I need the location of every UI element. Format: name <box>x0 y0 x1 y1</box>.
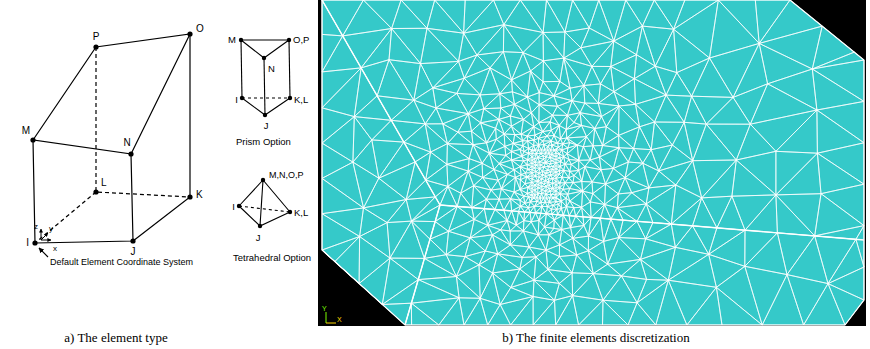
node-dot <box>237 204 241 208</box>
node-dot <box>258 224 262 228</box>
node-dot <box>240 96 244 100</box>
node-dot <box>32 240 37 245</box>
axis-z <box>41 229 42 240</box>
node-letter: J <box>264 121 269 132</box>
element-edge <box>241 40 242 98</box>
node-letter: P <box>93 31 100 43</box>
node-letter: O,P <box>293 35 309 46</box>
node-letter: K,L <box>294 208 308 219</box>
node-dot <box>130 238 135 243</box>
axis-x <box>41 240 51 241</box>
node-dot <box>93 44 98 49</box>
node-letter: J <box>131 246 136 258</box>
axis-label: X <box>337 316 342 324</box>
node-letter: M <box>22 125 30 137</box>
node-dot <box>263 113 267 117</box>
node-letter: O <box>196 23 204 35</box>
element-edge <box>239 206 290 226</box>
element-edge <box>242 98 290 115</box>
node-dot <box>288 210 292 214</box>
node-letter: M <box>228 35 236 46</box>
node-dot <box>261 178 265 182</box>
axis-label: x <box>53 244 57 253</box>
option-title: Tetrahedral Option <box>233 253 311 264</box>
node-dot <box>187 31 192 36</box>
node-dot <box>287 38 291 42</box>
element-edge <box>260 180 263 226</box>
axis-label: Y <box>322 305 327 313</box>
option-title: Prism Option <box>236 137 291 148</box>
node-dot <box>187 194 192 199</box>
node-dot <box>93 189 98 194</box>
node-letter: I <box>232 202 235 213</box>
element-nodes <box>30 31 192 245</box>
axis-label: z <box>34 222 38 231</box>
box-outline <box>322 0 864 325</box>
node-letter: N <box>123 137 130 149</box>
element-edge <box>289 40 290 98</box>
element-edge <box>33 34 190 154</box>
viewport-background <box>318 0 866 326</box>
box-edge <box>405 205 440 325</box>
element-edge <box>133 34 190 241</box>
node-letter: L <box>101 177 107 189</box>
node-letter: N <box>268 64 275 75</box>
prism-nodes <box>239 38 292 117</box>
axis-y <box>41 233 48 240</box>
node-letter: I <box>235 95 238 106</box>
box-edge <box>322 0 440 205</box>
figure-caption: a) The element type <box>64 331 167 346</box>
node-letter: I <box>26 237 29 249</box>
element-edge <box>33 140 133 243</box>
tetrahedron-element <box>239 180 290 226</box>
element-edge <box>241 40 289 58</box>
tetrahedron-nodes <box>237 178 292 228</box>
mesh-illustration <box>322 0 864 325</box>
view-triad <box>326 312 336 323</box>
mesh-body <box>322 0 864 325</box>
hexahedron-element <box>33 34 190 243</box>
coordinate-note: Default Element Coordinate System <box>50 257 193 267</box>
node-dot <box>30 137 35 142</box>
axis-label: y <box>49 224 53 233</box>
node-dot <box>128 151 133 156</box>
node-dot <box>239 38 243 42</box>
node-letter: J <box>256 233 261 244</box>
prism-element <box>241 40 290 115</box>
axis-x <box>326 323 336 324</box>
hidden-edge <box>242 97 290 98</box>
mesh-lines <box>322 0 864 325</box>
node-letter: K <box>196 189 203 201</box>
hidden-edge <box>35 192 96 243</box>
node-letter: K,L <box>294 95 308 106</box>
box-edge <box>440 205 864 240</box>
leader-line <box>39 248 48 257</box>
hidden-edge <box>96 47 190 197</box>
node-letter: M,N,O,P <box>269 170 304 180</box>
element-edge <box>239 180 290 212</box>
element-edge <box>264 58 265 115</box>
axis-y <box>326 312 327 323</box>
node-dot <box>262 56 266 60</box>
hidden-edge <box>239 206 290 212</box>
figure-caption: b) The finite elements discretization <box>502 331 689 346</box>
node-dot <box>288 96 292 100</box>
